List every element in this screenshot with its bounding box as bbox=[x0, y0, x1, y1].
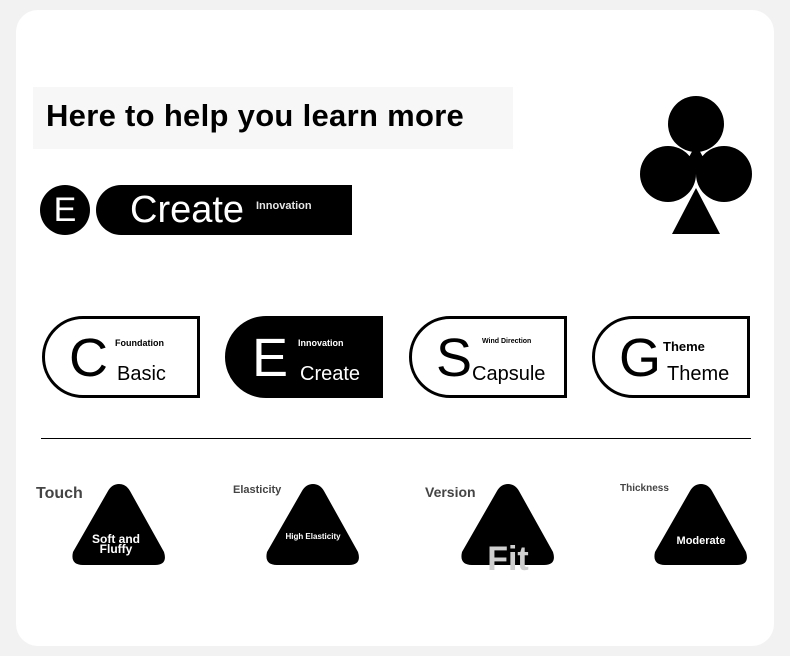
badge-letter: S bbox=[436, 328, 473, 388]
attribute-label-elasticity: Elasticity bbox=[233, 484, 282, 496]
badge-create: E Innovation Create bbox=[225, 316, 383, 398]
attribute-value-touch: Soft and Fluffy bbox=[92, 532, 140, 556]
section-divider bbox=[41, 438, 751, 439]
hero-pill-text: Create bbox=[130, 189, 245, 231]
club-suit-icon bbox=[640, 96, 752, 234]
attribute-value-thickness: Moderate bbox=[676, 535, 726, 547]
page-title: Here to help you learn more bbox=[46, 98, 465, 133]
badge-word: Create bbox=[300, 363, 361, 385]
attribute-value-version: Fit bbox=[487, 540, 529, 578]
badge-letter: C bbox=[69, 328, 108, 388]
badge-subtitle: Foundation bbox=[115, 338, 164, 348]
triangle-elasticity-icon bbox=[266, 484, 359, 565]
triangle-version-icon bbox=[461, 484, 554, 565]
attribute-label-touch: Touch bbox=[36, 485, 83, 502]
badge-subtitle: Wind Direction bbox=[482, 338, 532, 345]
triangle-thickness-icon bbox=[654, 484, 747, 565]
title-background bbox=[33, 87, 513, 149]
hero-create-pill: Create Innovation bbox=[96, 185, 352, 235]
badge-basic: C Foundation Basic bbox=[42, 316, 200, 398]
badge-subtitle: Theme bbox=[663, 339, 705, 354]
attribute-label-thickness: Thickness bbox=[620, 483, 669, 494]
hero-letter-badge: E bbox=[40, 185, 90, 235]
attribute-label-version: Version bbox=[425, 484, 476, 500]
badge-letter: E bbox=[252, 328, 289, 388]
badge-capsule: S Wind Direction Capsule bbox=[409, 316, 567, 398]
badge-word: Theme bbox=[667, 363, 730, 385]
badge-letter: G bbox=[619, 328, 662, 388]
attribute-value-elasticity: High Elasticity bbox=[285, 532, 341, 541]
hero-pill-subtext: Innovation bbox=[256, 200, 312, 212]
triangle-touch-icon bbox=[72, 484, 165, 565]
hero-letter: E bbox=[53, 191, 77, 229]
badge-word: Basic bbox=[117, 363, 166, 385]
badge-subtitle: Innovation bbox=[298, 338, 344, 348]
badge-word: Capsule bbox=[472, 363, 546, 385]
badge-theme: G Theme Theme bbox=[592, 316, 750, 398]
